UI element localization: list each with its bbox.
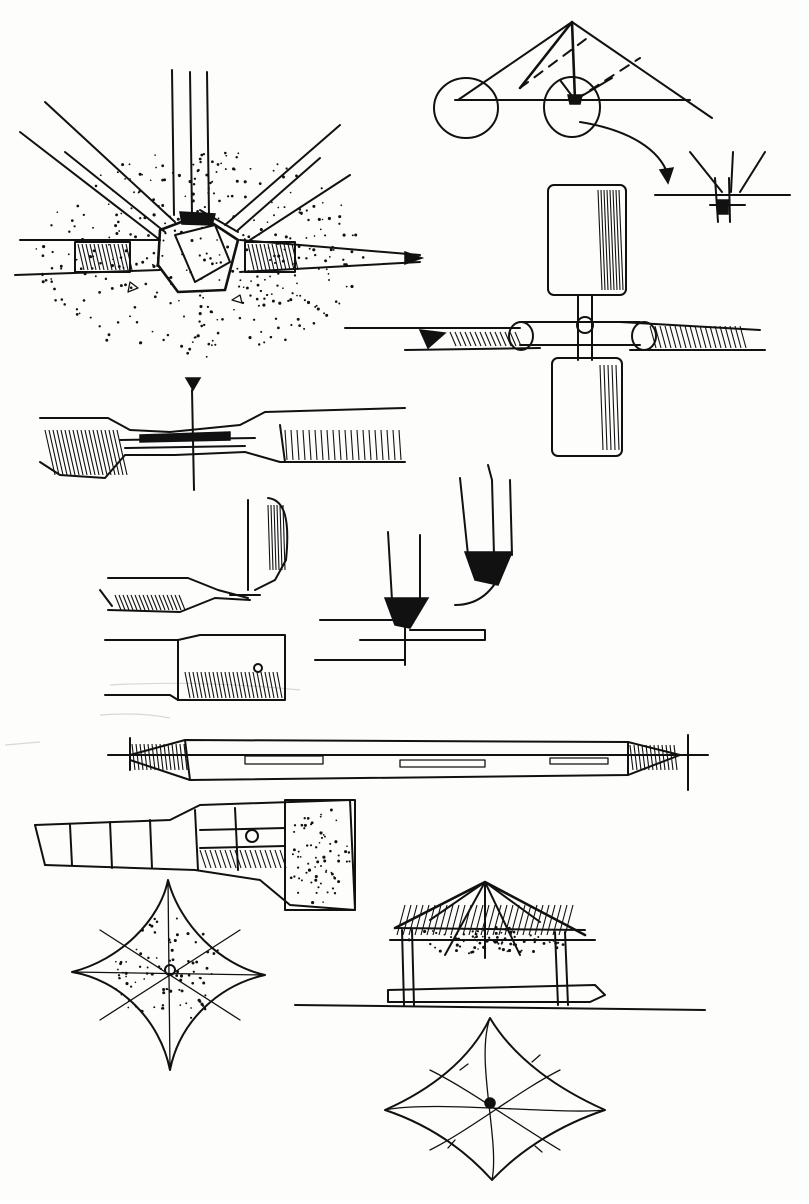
- radial-beam-joint-sketch: [14, 69, 425, 358]
- corner-post-details-sketch: [99, 464, 514, 701]
- pin-cross-joint-sketch: [344, 184, 766, 457]
- pavilion-elevation-sketch: [294, 880, 706, 1011]
- pinwheel-plan-sketch: [384, 1017, 606, 1181]
- four-point-canopy-plan-sketch: [71, 879, 266, 1071]
- hipped-roof-elevation-sketch: [433, 20, 713, 185]
- ridge-detail-sketch: [654, 151, 791, 223]
- tapered-beam-section-sketch: [39, 377, 406, 491]
- show-through-marks: [4, 682, 301, 746]
- long-tapered-beam-sketch: [107, 734, 709, 791]
- beam-end-connector-sketch: [34, 799, 356, 911]
